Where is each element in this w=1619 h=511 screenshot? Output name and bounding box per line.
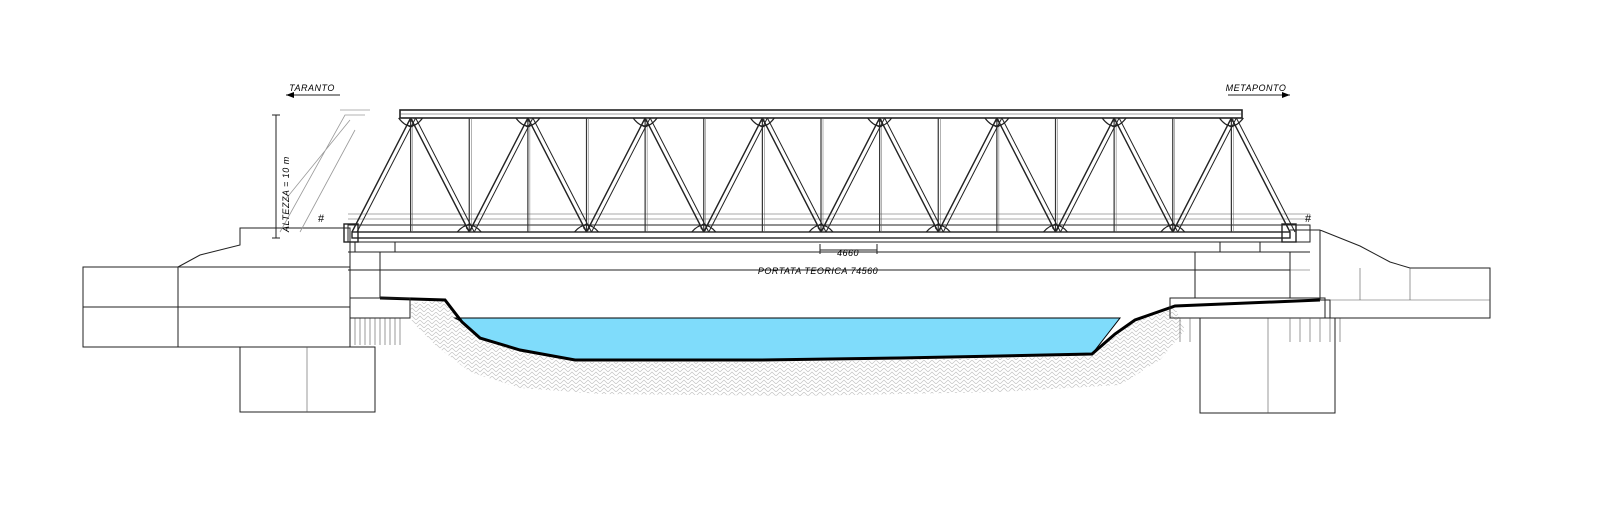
panel-dimension: 4660 [819,244,878,258]
left-abutment [82,109,411,413]
left-direction-arrow: TARANTO [286,83,340,98]
bridge-deck [347,213,1311,271]
left-direction-label: TARANTO [289,83,335,93]
span-dimension: PORTATA TEORICA 74560 [348,266,1290,276]
truss-girder [343,109,1297,253]
height-note-label: ALTEZZA = 10 m [281,156,291,233]
right-signal-icon: # [1305,213,1312,225]
right-direction-label: METAPONTO [1226,83,1287,93]
riverbed-profile [379,296,1321,362]
panel-dimension-label: 4660 [837,248,859,258]
right-abutment [1169,229,1491,414]
right-direction-arrow: METAPONTO [1226,83,1290,98]
span-dimension-label: PORTATA TEORICA 74560 [758,266,878,276]
river-water [453,317,1122,361]
left-signal-icon: # [318,213,325,225]
ground-hatch [410,300,1185,396]
